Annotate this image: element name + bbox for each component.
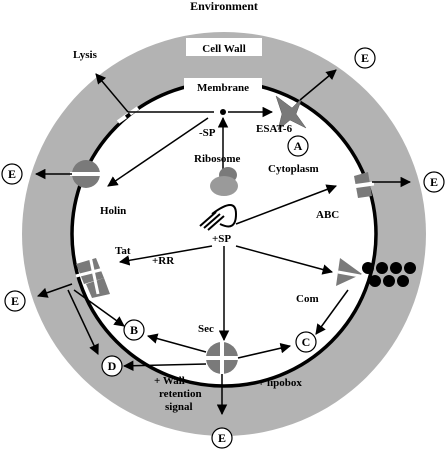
tat-transporter-icon (75, 255, 110, 298)
com-to-c-arrow (315, 289, 349, 335)
lysis-label: Lysis (73, 49, 98, 61)
com-label: Com (296, 293, 319, 305)
mrna-icon (211, 204, 238, 228)
sp-to-tat-arrow (118, 245, 213, 266)
membrane-fragment (124, 112, 132, 119)
circled-c: C (295, 331, 317, 353)
environment-title: Environment (190, 0, 258, 13)
circled-e-right: E (423, 171, 445, 193)
com-transporter-icon (336, 258, 362, 286)
svg-text:B: B (130, 323, 138, 337)
svg-text:E: E (11, 294, 19, 308)
ribosome-large-subunit-icon (210, 176, 238, 196)
cytoplasm-label: Cytoplasm (268, 163, 319, 175)
cell-wall-label: Cell Wall (202, 43, 246, 55)
minus-sp-to-holin-arrow (107, 117, 209, 187)
cell-wall-label-box (186, 38, 262, 56)
svg-text:E: E (218, 431, 226, 445)
circled-e-left: E (1, 163, 23, 185)
minus-sp-dot (220, 109, 226, 115)
esat6-transporter-icon (275, 95, 307, 131)
svg-text:D: D (108, 359, 117, 373)
sec-to-b-arrow (146, 333, 207, 353)
sp-to-abc-arrow (235, 184, 337, 225)
lipobox-label: + lipobox (258, 377, 302, 389)
svg-text:C: C (302, 335, 311, 349)
wall-retention-label-2: retention (159, 388, 202, 400)
wall-retention-label-1: + Wall (154, 375, 185, 387)
lysis-arrow (95, 73, 129, 113)
svg-text:E: E (361, 51, 369, 65)
tat-label: Tat (115, 245, 131, 257)
com-secreted-dots (362, 262, 416, 287)
tat-to-b-arrow (73, 289, 125, 327)
membrane-label-box (184, 78, 262, 95)
ribosome-label: Ribosome (194, 153, 241, 165)
nascent-peptide (199, 211, 225, 231)
membrane-label: Membrane (197, 82, 249, 94)
esat6-out-arrow (299, 69, 337, 101)
esat6-label: ESAT-6 (256, 123, 293, 135)
plus-sp-label: +SP (212, 233, 231, 245)
wall-retention-label-3: signal (165, 401, 193, 413)
circled-a: A (287, 135, 309, 157)
circled-e-bottom-left: E (4, 290, 26, 312)
sec-to-c-arrow (237, 343, 292, 359)
tat-to-d-arrow (67, 289, 99, 355)
circled-b: B (123, 319, 145, 341)
abc-transporter-icon (351, 172, 375, 198)
tat-out-arrow (37, 283, 73, 298)
plus-rr-label: +RR (152, 255, 175, 267)
sec-to-d-arrow (122, 360, 207, 372)
sp-to-com-arrow (235, 245, 334, 275)
abc-label: ABC (316, 209, 339, 221)
svg-text:E: E (430, 175, 438, 189)
circled-e-top-right: E (354, 47, 376, 69)
circled-d: D (101, 355, 123, 377)
circled-e-bottom: E (211, 427, 233, 449)
holin-transporter-icon (70, 160, 102, 188)
holin-label: Holin (100, 205, 126, 217)
sec-transporter-icon (206, 342, 238, 374)
minus-sp-label: -SP (199, 127, 216, 139)
svg-text:A: A (294, 139, 303, 153)
sec-label: Sec (198, 323, 214, 335)
svg-text:E: E (8, 167, 16, 181)
